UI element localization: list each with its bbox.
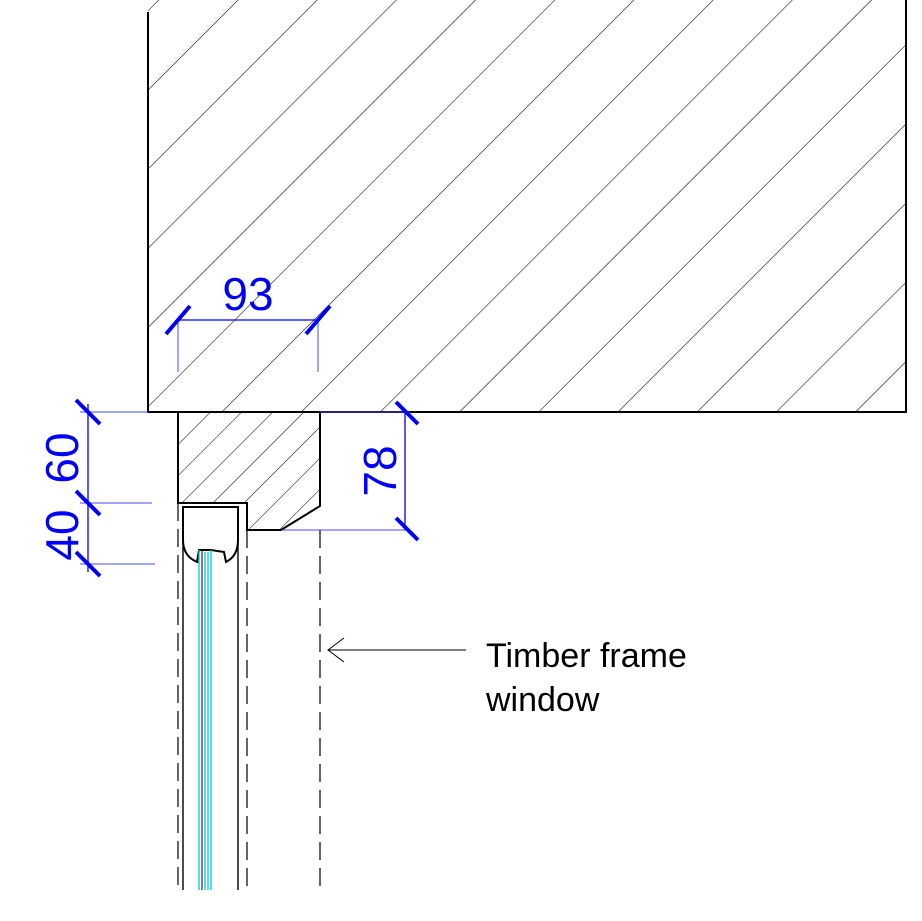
dimension-label-lintel-width: 93 <box>222 268 273 320</box>
dimension-label-upper-height: 60 <box>36 432 88 483</box>
annotation-leader: Timber frame window <box>327 637 687 719</box>
window-frame <box>177 503 321 890</box>
timber-lintel <box>177 411 321 531</box>
annotation-label-line2: window <box>485 681 600 719</box>
dimension-lintel-width: 93 <box>164 268 332 372</box>
glazing-pane <box>198 550 212 890</box>
dimension-label-lintel-height: 78 <box>354 445 406 496</box>
dimension-chain-left: 60 40 <box>36 398 155 578</box>
dimension-label-lower-height: 40 <box>36 509 88 560</box>
annotation-label-line1: Timber frame <box>486 637 687 675</box>
masonry-wall <box>147 0 907 413</box>
dimension-lintel-height: 78 <box>282 400 420 542</box>
